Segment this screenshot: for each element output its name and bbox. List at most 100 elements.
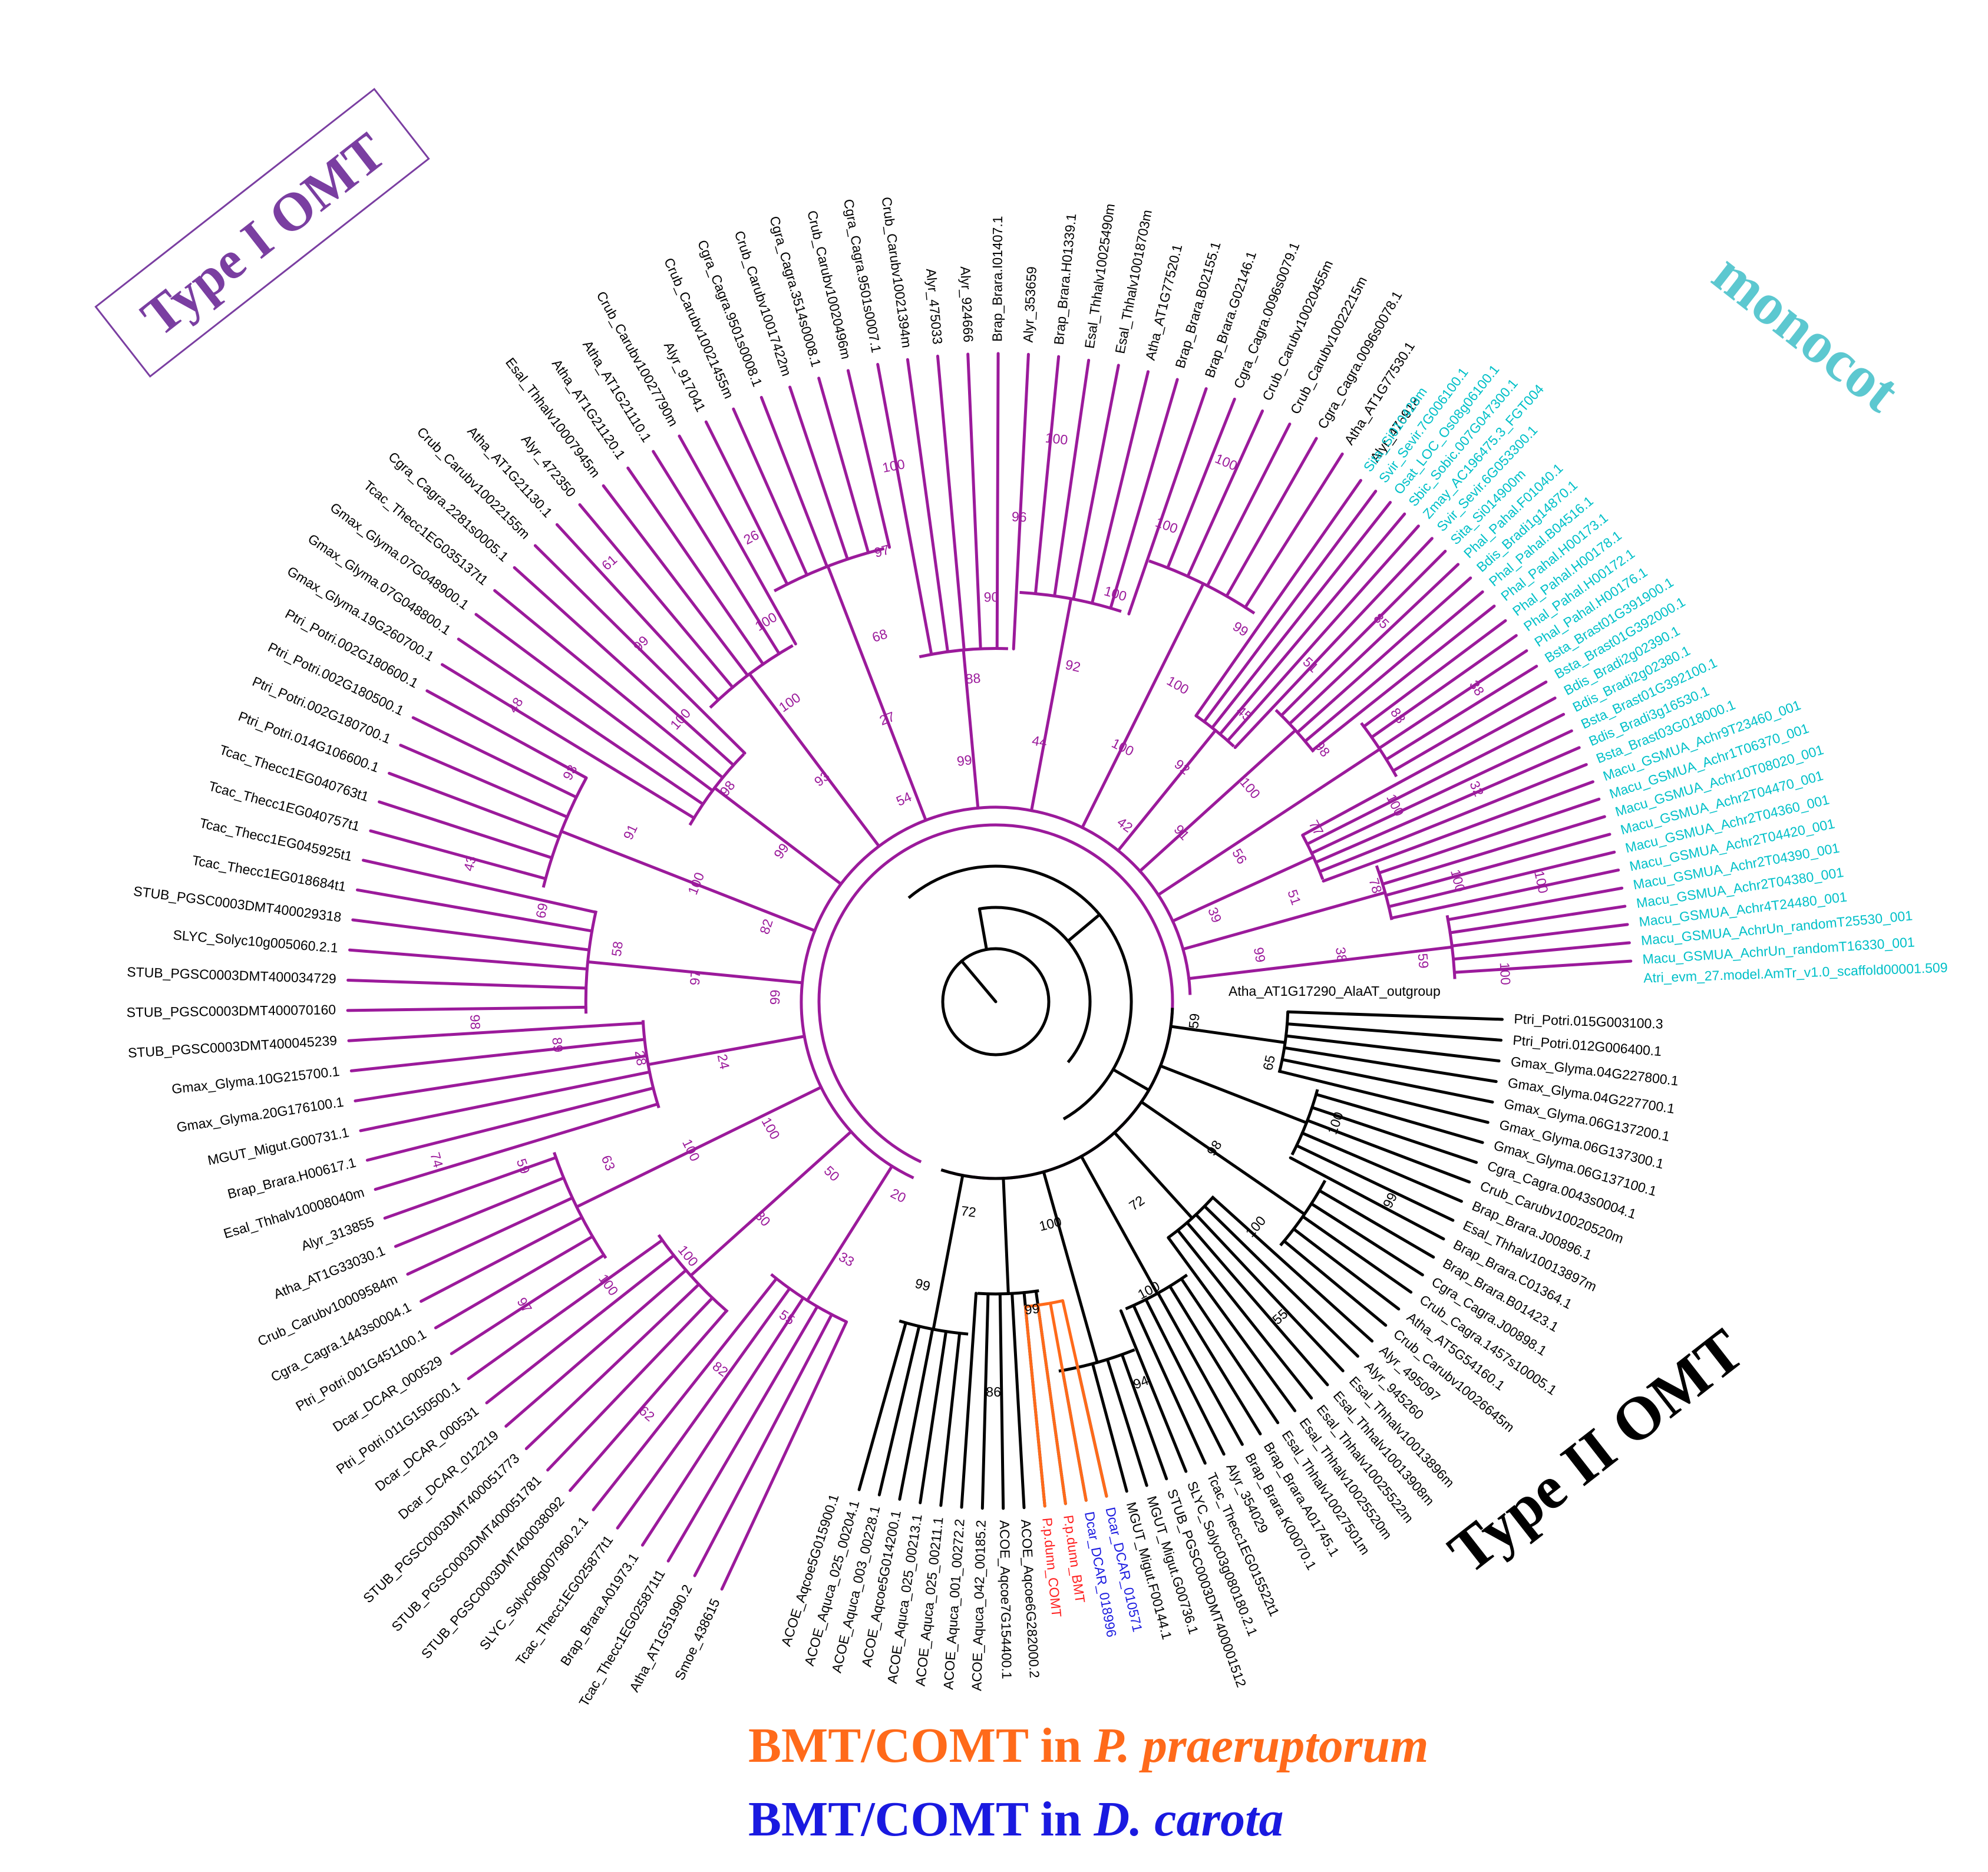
praeruptorum-branch <box>1023 1305 1046 1508</box>
leaf-label: P.p.dunn_COMT <box>1039 1517 1064 1617</box>
clade_type2-terminal-branch <box>1203 1204 1359 1358</box>
clade_type1-terminal-branch <box>383 1155 557 1220</box>
bootstrap-value: 72 <box>960 1203 977 1220</box>
bootstrap-value: 91 <box>620 822 640 842</box>
clade_type1-subclade-arc <box>584 910 598 1014</box>
backbone-link-1 <box>978 907 988 951</box>
clade_type1-terminal-branch <box>493 589 725 780</box>
clade_type2-terminal-branch <box>1119 1309 1188 1473</box>
bootstrap-value: 100 <box>1164 673 1191 698</box>
type1-title-box <box>94 88 430 378</box>
type2-title: Type II OMT <box>1436 1316 1756 1586</box>
leaf-label: Alyr_475033 <box>923 268 945 345</box>
praeruptorum-branch <box>1061 1299 1108 1498</box>
bootstrap-value: 89 <box>549 1036 566 1053</box>
legend-prefix-carota: BMT/COMT in <box>748 1792 1094 1847</box>
bootstrap-value: 27 <box>877 709 897 728</box>
clade_monocot-terminal-branch <box>1318 763 1588 873</box>
clade_type1-subclade-arc <box>541 777 588 888</box>
bootstrap-value: 54 <box>894 789 914 809</box>
clade_type1-terminal-branch <box>369 829 547 880</box>
bootstrap-value: 39 <box>1205 905 1225 925</box>
leaf-label: STUB_PGSC0003DMT400070160 <box>127 1002 336 1020</box>
clade_type1-terminal-branch <box>640 1296 805 1547</box>
clade_type1-terminal-branch <box>788 385 849 561</box>
leaf-label: Ptri_Potri.002G180500.1 <box>266 639 407 718</box>
clade_type2-internal-branch <box>1169 1025 1287 1044</box>
clade_type2-terminal-branch <box>1185 1221 1329 1386</box>
clade_type1-terminal-branch <box>1243 452 1344 609</box>
bootstrap-value: 100 <box>675 1242 701 1269</box>
clade_monocot-internal-branch <box>1187 945 1454 980</box>
clade_type1-terminal-branch <box>374 1102 659 1191</box>
leaf-label: Crub_Carubv10022215m <box>1287 274 1370 417</box>
bootstrap-value: 92 <box>1171 756 1193 777</box>
bootstrap-value: 99 <box>1251 946 1269 964</box>
clade_type1-terminal-branch <box>1206 422 1292 587</box>
legend-prefix-praeruptorum: BMT/COMT in <box>748 1718 1094 1773</box>
clade_type2-terminal-branch <box>1283 1046 1498 1084</box>
clade_type1-internal-branch <box>646 1035 806 1067</box>
clade_monocot-terminal-branch <box>1389 869 1620 920</box>
leaf-label: STUB_PGSC0003DMT400029318 <box>133 883 342 925</box>
clade_monocot-internal-branch <box>1181 891 1387 951</box>
clade_monocot-terminal-branch <box>1296 576 1472 734</box>
bootstrap-value: 100 <box>1531 869 1551 894</box>
clade_type2-internal-branch <box>1113 1131 1194 1220</box>
bootstrap-value: 96 <box>1011 509 1027 524</box>
clade_type2-terminal-branch <box>998 1292 1005 1510</box>
clade_type1-arc <box>800 805 1108 1180</box>
clade_type1-terminal-branch <box>388 771 561 839</box>
leaf-label: Dcar_DCAR_000529 <box>330 1353 445 1435</box>
clade_type1-internal-branch <box>575 1085 823 1209</box>
bootstrap-value: 100 <box>1448 868 1468 894</box>
clade_type2-internal-branch <box>1159 1064 1308 1124</box>
clade_type1-terminal-branch <box>354 1054 649 1102</box>
bootstrap-value: 100 <box>1045 430 1069 448</box>
clade_type2-terminal-branch <box>1282 1239 1388 1327</box>
leaf-label: Crub_Carubv10009584m <box>255 1271 399 1349</box>
bootstrap-value: 51 <box>1284 887 1304 907</box>
type1-title-group: Type I OMT <box>94 88 430 378</box>
bootstrap-value: 100 <box>1497 962 1514 986</box>
bootstrap-value: 58 <box>609 940 626 958</box>
clade_monocot-terminal-branch <box>1387 850 1616 909</box>
clade_type2-terminal-branch <box>1120 1353 1168 1481</box>
clade_monocot-terminal-branch <box>1303 590 1484 743</box>
leaf-label: ACOE_Aqcoe6G282000.2 <box>1018 1519 1042 1679</box>
bootstrap-value: 65 <box>1260 1054 1278 1072</box>
clade_type1-terminal-branch <box>1225 437 1318 598</box>
clade_type1-terminal-branch <box>457 638 705 806</box>
clade_type1-terminal-branch <box>485 1254 676 1405</box>
clade_monocot-terminal-branch <box>1280 549 1447 717</box>
clade_type2-terminal-branch <box>1180 1277 1280 1424</box>
clade_type1-internal-branch <box>586 960 804 985</box>
bootstrap-value: 69 <box>533 902 551 919</box>
clade_type1-terminal-branch <box>578 503 734 689</box>
leaf-label: Tcac_Thecc1EG018684t1 <box>191 853 347 894</box>
bootstrap-value: 97 <box>873 542 891 560</box>
clade_monocot-terminal-branch <box>1452 959 1633 974</box>
clade_monocot-terminal-branch <box>1378 797 1601 875</box>
bootstrap-value: 100 <box>881 456 906 476</box>
clade_type2-internal-branch <box>1042 1170 1099 1364</box>
clade_type2-terminal-branch <box>1105 1358 1148 1487</box>
clade_type1-terminal-branch <box>936 354 966 652</box>
clade_type1-terminal-branch <box>592 1277 778 1511</box>
bootstrap-value: 99 <box>630 633 651 654</box>
clade_monocot-terminal-branch <box>1370 634 1518 739</box>
clade_monocot-terminal-branch <box>1450 923 1629 947</box>
clade_type1-terminal-branch <box>420 1216 584 1303</box>
clade_type2-subclade-arc <box>1277 1012 1290 1074</box>
legend-line-praeruptorum: BMT/COMT in P. praeruptorum <box>748 1718 1428 1773</box>
leaf-label: Crub_Carubv10021394m <box>879 196 915 348</box>
outgroup-label: Atha_AT1G17290_AlaAT_outgroup <box>1229 983 1441 999</box>
clade_type2-terminal-branch <box>1211 1196 1374 1343</box>
clade_monocot-terminal-branch <box>1310 729 1573 855</box>
clade_type1-terminal-branch <box>425 689 588 780</box>
clade_monocot-terminal-branch <box>1210 501 1392 729</box>
clade_type1-terminal-branch <box>732 407 808 577</box>
bootstrap-value: 61 <box>599 552 620 573</box>
